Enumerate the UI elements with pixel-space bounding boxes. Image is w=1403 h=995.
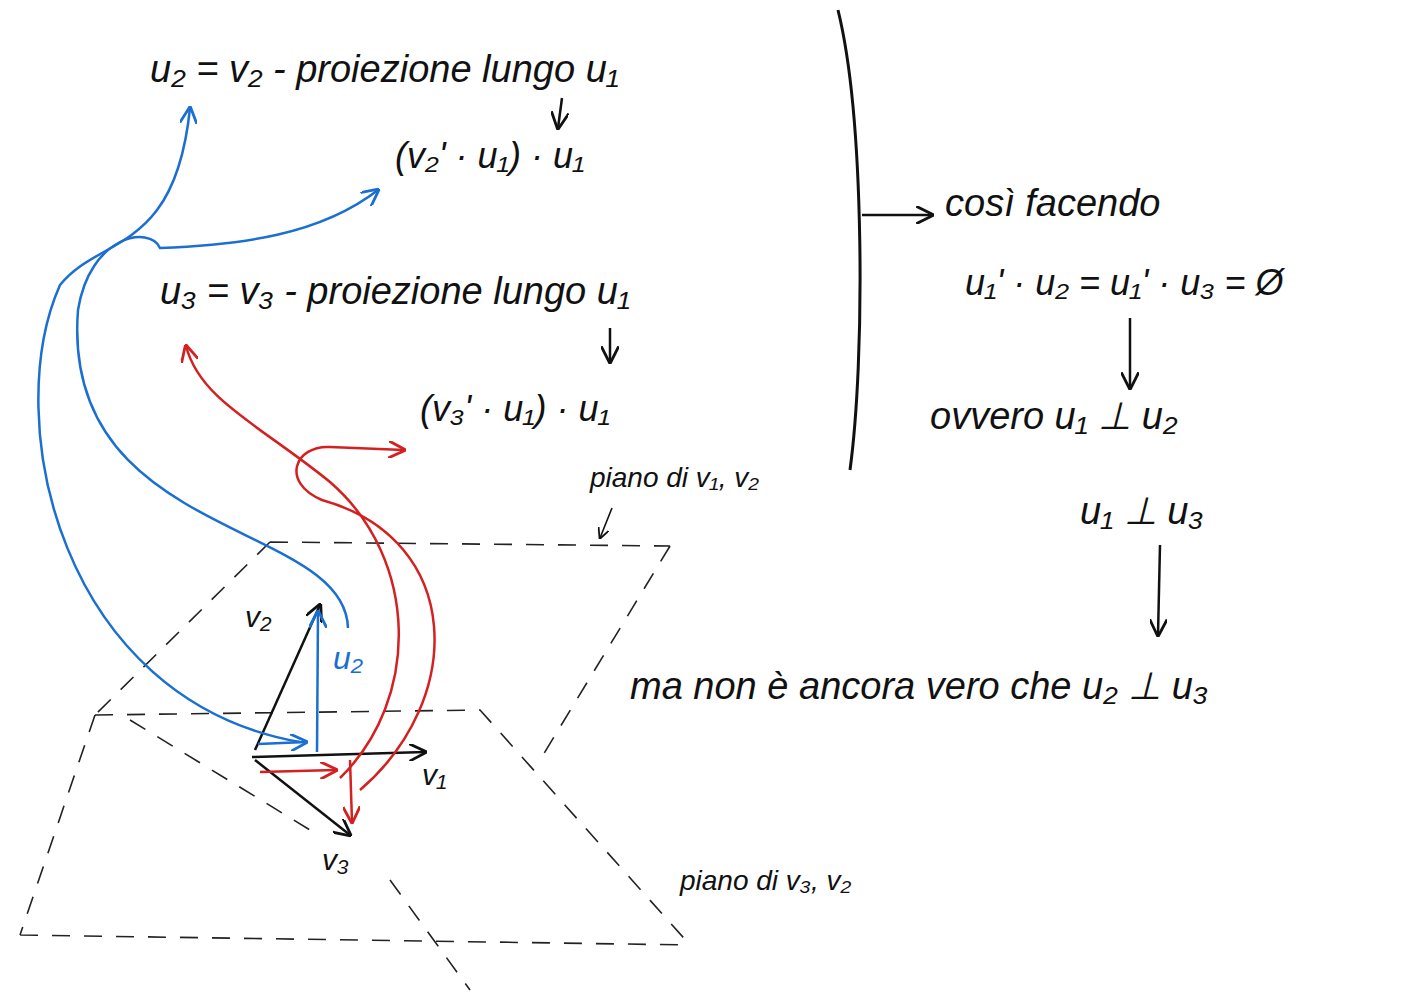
vector-label: v₂ (245, 600, 271, 635)
plane-outline (20, 542, 690, 990)
link-curve (186, 346, 399, 778)
implies-arrow (862, 214, 932, 217)
vector-v3 (255, 760, 350, 835)
equation-line: u₂ = v₂ - proiezione lungo u₁ (150, 48, 619, 92)
vector-label: u₂ (333, 640, 363, 677)
projection-v3 (260, 770, 336, 772)
plane-label: piano di v₁, v₂ (590, 462, 759, 494)
right-bracket (838, 10, 860, 470)
vector-label: v₃ (322, 843, 349, 878)
blue-construction (38, 108, 378, 752)
upper-plane (95, 542, 670, 760)
note-text: ovvero u₁ ⊥ u₂ (930, 395, 1177, 439)
plane-label: piano di v₃, v₂ (680, 865, 851, 897)
bracket (558, 10, 1160, 635)
equation-line: u₁ ⊥ u₃ (1080, 490, 1203, 534)
link-curve (296, 447, 434, 790)
note-text: ma non è ancora vero che u₂ ⊥ u₃ (630, 665, 1208, 709)
down-arrow (609, 328, 612, 362)
down-arrow (1158, 545, 1160, 635)
link-curve (77, 190, 378, 628)
vector-label: v₁ (422, 758, 446, 793)
vector-u2 (317, 612, 318, 752)
lower-plane (20, 710, 690, 945)
vector-v1 (252, 752, 425, 757)
leader-arrow (600, 508, 612, 538)
equation-line: u₁' · u₂ = u₁' · u₃ = Ø (965, 262, 1284, 303)
down-arrow (1129, 318, 1132, 388)
vector-u3 (350, 760, 352, 822)
plane-hatch (130, 720, 470, 990)
link-curve (38, 108, 300, 742)
projection-term: (v₂' · u₁) · u₁ (395, 135, 584, 176)
down-arrow (558, 98, 562, 128)
note-text: così facendo (945, 182, 1160, 226)
equation-line: u₃ = v₃ - proiezione lungo u₁ (160, 270, 630, 314)
projection-term: (v₃' · u₁) · u₁ (420, 388, 610, 429)
red-construction (186, 346, 435, 822)
